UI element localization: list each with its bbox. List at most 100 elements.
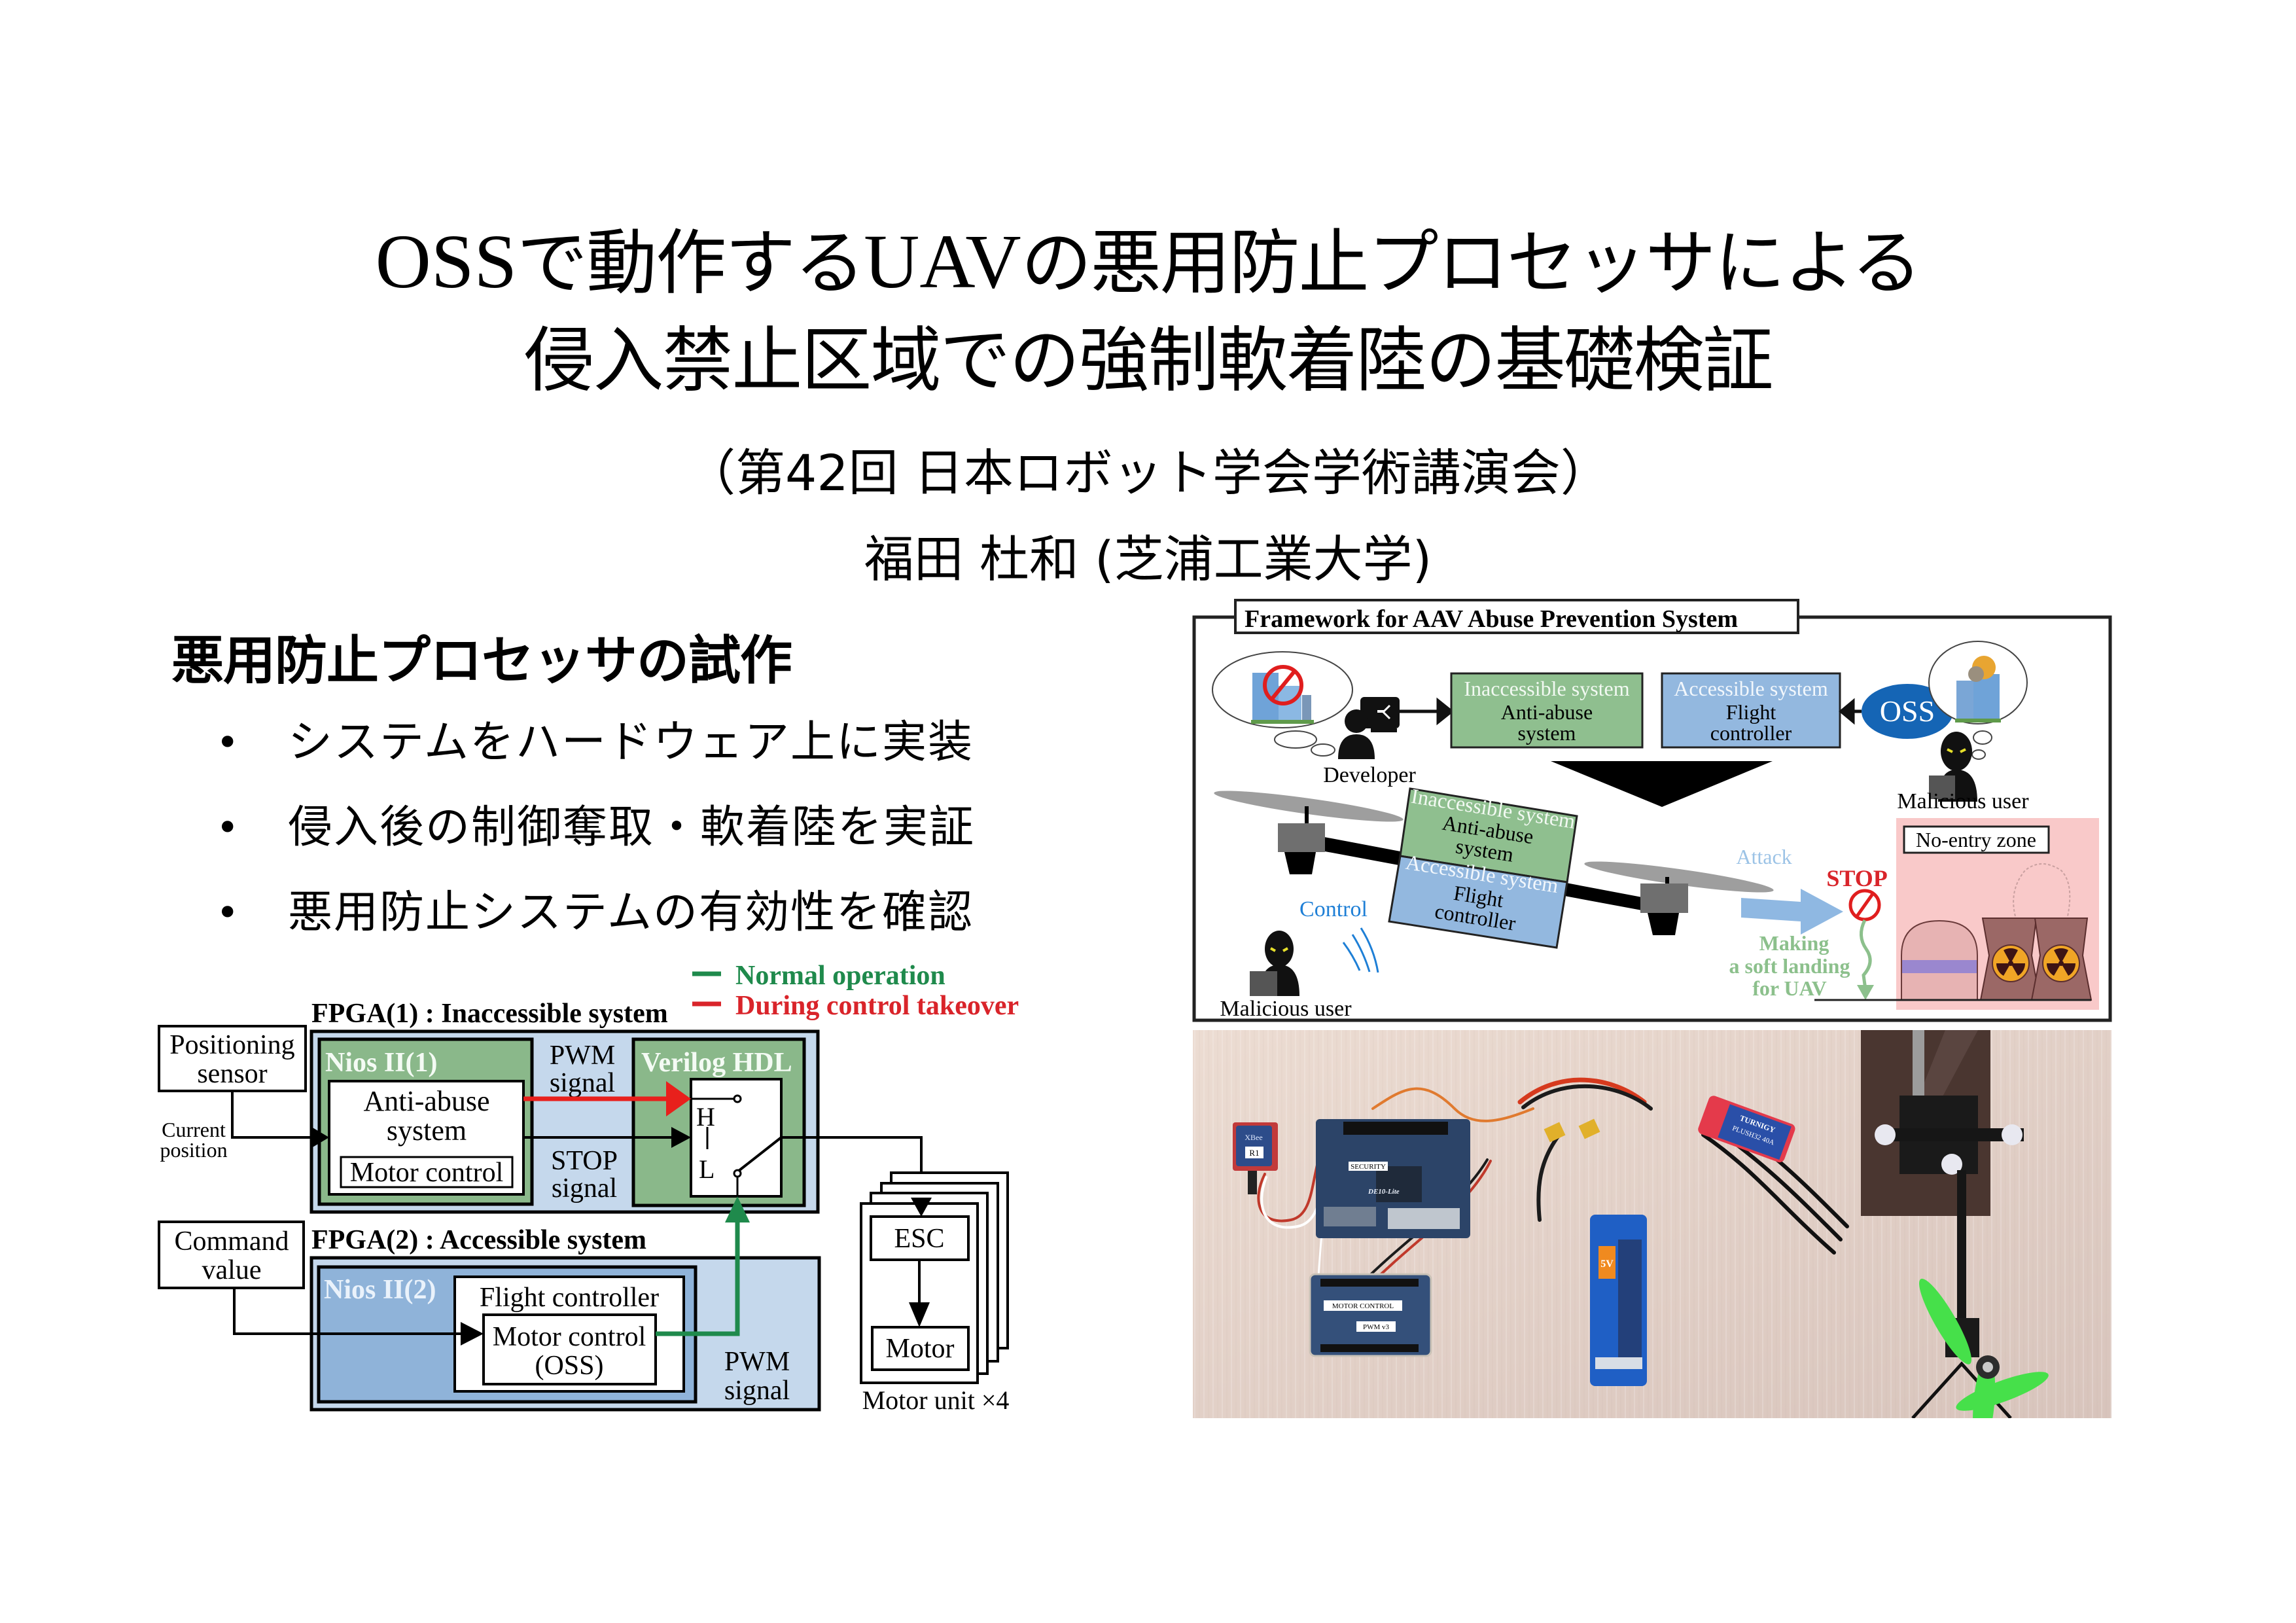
positioning-sensor-label: Positioning (169, 1030, 294, 1060)
title-segment: で動作する (517, 223, 865, 304)
soft-landing-arrow-head (1857, 985, 1874, 1000)
pwm-signal-label: PWM (550, 1041, 615, 1071)
green-propeller (1919, 1278, 2049, 1418)
esc-box (870, 1215, 970, 1261)
switch-h-label: H (696, 1102, 715, 1132)
bullet-item: • システムをハードウェア上に実装 (216, 710, 975, 795)
bullet-icon: • (216, 890, 241, 936)
title-segment: OSS (375, 219, 518, 304)
motor-control-box (340, 1156, 514, 1188)
command-arrow-head (461, 1322, 484, 1346)
thought-bubble-small (1274, 730, 1317, 749)
thought-bubble-tiny (1311, 743, 1335, 757)
attack-arrow (1741, 889, 1843, 935)
battery-label: 5V (1600, 1258, 1614, 1270)
pwm-board-label: PWM v3 (1363, 1323, 1390, 1331)
current-position-label: position (160, 1138, 227, 1162)
takeover-arrow-head (666, 1081, 691, 1116)
soft-landing-label: for UAV (1752, 976, 1826, 1000)
stop-label: STOP (1826, 865, 1887, 891)
framework-title: Framework for AAV Abuse Prevention Syste… (1245, 605, 1738, 633)
positioning-sensor-label: sensor (197, 1059, 267, 1089)
oss-arrow (1839, 698, 1862, 725)
hardware-photo: XBee R1 SECURITY DE10-Lite MOTOR CONTROL… (1193, 1030, 2111, 1418)
positioning-sensor-box (158, 1025, 307, 1092)
bullet-list: • システムをハードウェア上に実装 • 侵入後の制御奪取・軟着陸を実証 •悪用防止シ… (216, 710, 975, 965)
bullet-item: •悪用防止システムの有効性を確認 (216, 880, 975, 965)
esc-module: TURNIGY PLUSH32 40A (1698, 1096, 1795, 1163)
bullet-text: システムをハードウェア上に実装 (288, 717, 974, 768)
oss-label: OSS (1880, 694, 1935, 728)
test-stand (1861, 1030, 2024, 1418)
inaccessible-system-body: system (1518, 721, 1576, 745)
motor-control-oss-box (482, 1313, 657, 1385)
nios2-label: Nios II(2) (324, 1275, 436, 1305)
fpga2-label: FPGA(2) : Accessible system (311, 1225, 646, 1255)
control-label: Control (1299, 897, 1368, 921)
command-value-label: value (202, 1255, 262, 1285)
transition-triangle (1551, 761, 1773, 807)
switch-blade (737, 1136, 783, 1172)
developer-arrow (1400, 697, 1455, 726)
inaccessible-system-body: Anti-abuse (1501, 700, 1593, 724)
flight-controller-label: Flight controller (480, 1283, 659, 1313)
security-label: SECURITY (1351, 1163, 1386, 1171)
stop-sign-icon (1848, 889, 1881, 921)
stop-signal-label: STOP (551, 1146, 618, 1176)
pwm-signal-label: signal (550, 1068, 615, 1098)
de10-lite-board: SECURITY DE10-Lite (1316, 1119, 1470, 1238)
motor-unit-label: Motor unit ×4 (862, 1385, 1010, 1415)
anti-abuse-label: system (387, 1115, 467, 1147)
soft-landing-label: a soft landing (1729, 954, 1850, 978)
motor-control-label: Motor control (350, 1158, 503, 1188)
motor-control-board-label: MOTOR CONTROL (1332, 1302, 1394, 1310)
inaccessible-system-box (1450, 672, 1644, 749)
stop-arrow-head (671, 1127, 691, 1148)
connector (1578, 1118, 1600, 1139)
verilog-label: Verilog HDL (641, 1048, 792, 1078)
title-line-1: OSSで動作するUAVの悪用防止プロセッサによる (0, 223, 2296, 303)
no-entry-zone-label-box (1903, 825, 2050, 854)
xbee-label: XBee (1245, 1133, 1262, 1142)
pwm-signal-bottom-label: signal (724, 1376, 790, 1406)
switch-h-contact (733, 1094, 742, 1103)
developer-label: Developer (1323, 763, 1416, 787)
current-position-arrow-head (311, 1127, 329, 1148)
soft-landing-path (1860, 919, 1872, 990)
title-segment: の悪用防止プロセッサによる (1021, 223, 1922, 304)
esc-label: ESC (894, 1224, 944, 1254)
conference-name: （第42回 日本ロボット学会学術講演会） (686, 444, 1610, 502)
esc-arrow-head (911, 1198, 932, 1217)
motor-control-board: MOTOR CONTROL PWM v3 (1309, 1273, 1432, 1357)
motor-arrow-head (909, 1302, 930, 1327)
bullet-text: 侵入後の制御奪取・軟着陸を実証 (288, 802, 976, 853)
motor-control-oss-label: Motor control (493, 1322, 646, 1352)
command-value-line (233, 1288, 465, 1335)
title-segment: UAV (864, 219, 1021, 304)
attack-label: Attack (1736, 845, 1792, 868)
section-heading: 悪用防止プロセッサの試作 (171, 630, 792, 691)
xbee-module: XBee R1 (1233, 1122, 1278, 1194)
nios1-label: Nios II(1) (325, 1048, 438, 1078)
framework-title-box (1234, 599, 1799, 634)
title-line-2: 侵入禁止区域での強制軟着陸の基礎検証 (523, 320, 1773, 402)
command-value-label: Command (175, 1226, 289, 1257)
accessible-system-body: controller (1710, 721, 1792, 745)
normal-pwm-line (656, 1217, 740, 1336)
motor-box (871, 1326, 970, 1371)
stop-signal-label: signal (552, 1173, 617, 1204)
soft-landing-label: Making (1759, 931, 1829, 955)
pwm-signal-bottom-label: PWM (724, 1347, 790, 1377)
accessible-system-title: Accessible system (1674, 677, 1828, 700)
thought-bubble-small (1973, 730, 1992, 745)
malicious-user-icon (1929, 732, 1977, 802)
legend-normal-label: Normal operation (735, 961, 945, 991)
normal-arrow-head (725, 1196, 750, 1222)
motor-label: Motor (886, 1334, 955, 1364)
no-entry-zone-label: No-entry zone (1916, 828, 2036, 851)
author-affiliation: 福田 杜和 (芝浦工業大学) (864, 530, 1432, 588)
bullet-icon: • (216, 720, 241, 766)
command-value-box (158, 1221, 305, 1289)
motor-control-oss-label: (OSS) (535, 1351, 603, 1381)
